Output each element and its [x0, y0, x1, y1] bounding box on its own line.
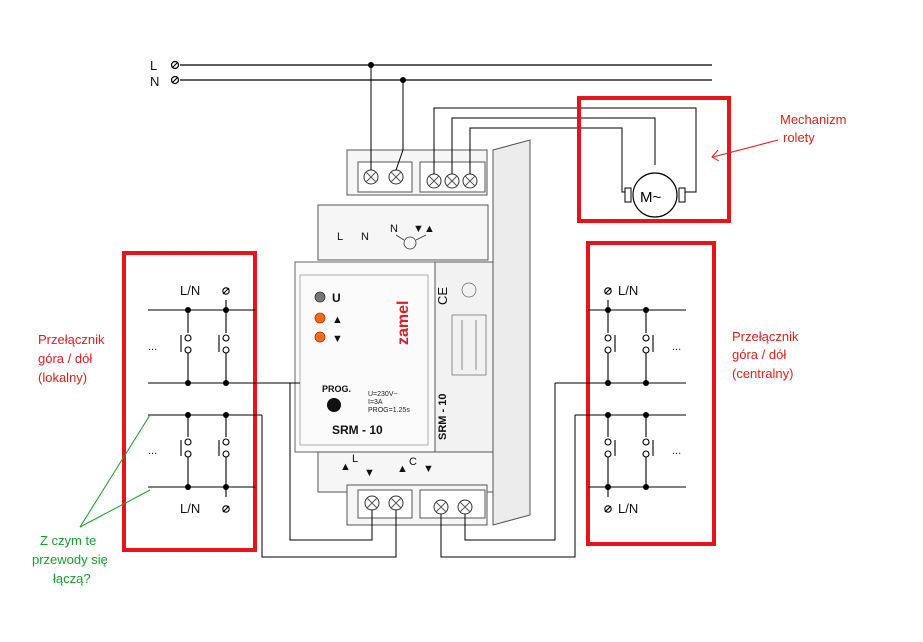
- central-top-label: L/N: [618, 283, 638, 298]
- motor-annotation-line2: rolety: [783, 130, 815, 145]
- central-switch-nodes: [605, 307, 649, 490]
- spec-prog: PROG=1.25s: [368, 407, 410, 414]
- central-dots-bottom: ...: [672, 445, 681, 457]
- bottom-label-down2: ▼: [423, 463, 434, 475]
- led-label-down: ▼: [332, 333, 343, 345]
- motor-wires: [433, 107, 697, 193]
- led-label-u: U: [332, 291, 341, 305]
- motor-annotation-line1: Mechanizm: [780, 112, 846, 127]
- local-top-label: L/N: [180, 283, 200, 298]
- central-annotation-line3: (centralny): [732, 366, 793, 381]
- supply-drops: [370, 65, 404, 171]
- terminal-label-n: N: [361, 231, 369, 243]
- bottom-label-c: C: [409, 456, 417, 468]
- terminal-label-l: L: [337, 231, 343, 243]
- local-switch-frame: [122, 251, 257, 552]
- local-annotation: Przełącznik góra / dół (lokalny): [38, 332, 105, 385]
- bottom-label-l: L: [352, 453, 358, 465]
- terminal-label-up: ▲: [424, 223, 435, 235]
- central-wires: [440, 383, 576, 558]
- local-dots-top: ...: [148, 341, 157, 353]
- local-annotation-line2: góra / dół: [38, 351, 92, 366]
- question-line1: Z czym te: [40, 533, 96, 548]
- local-bottom-label: L/N: [180, 501, 200, 516]
- local-annotation-line1: Przełącznik: [38, 332, 105, 347]
- central-switch-frame: [586, 241, 716, 546]
- prog-label: PROG.: [322, 384, 351, 394]
- side-model: SRM - 10: [437, 394, 449, 440]
- front-panel: U ▲ ▼ zamel PROG. U=230V~ I=3A PROG=1.25…: [299, 274, 487, 446]
- top-terminals: [363, 169, 478, 189]
- local-dots-bottom: ...: [148, 445, 157, 457]
- motor-symbol: M~: [624, 172, 686, 218]
- neutral-label: N: [150, 74, 159, 89]
- supply-rails: [170, 60, 712, 85]
- led-label-up: ▲: [332, 314, 343, 326]
- device-model: SRM - 10: [332, 423, 383, 437]
- annotation-frames: [122, 96, 731, 552]
- question-line2: przewody się: [32, 552, 108, 567]
- central-switch: [555, 287, 686, 513]
- bottom-label-down: ▼: [364, 467, 375, 479]
- brand-logo: zamel: [395, 301, 412, 345]
- question-line3: łączą?: [53, 571, 91, 586]
- bottom-label-up2: ▲: [397, 463, 408, 475]
- led-down: [314, 331, 326, 343]
- central-bottom-label: L/N: [618, 501, 638, 516]
- led-power: [314, 291, 326, 303]
- terminal-label-down: ▼: [413, 223, 424, 235]
- terminal-label-motor-n: N: [390, 223, 398, 235]
- mini-motor-icon: [395, 234, 427, 250]
- motor-label: M~: [640, 189, 661, 206]
- led-up: [314, 312, 326, 324]
- bottom-terminals: [364, 495, 473, 515]
- local-annotation-line3: (lokalny): [38, 370, 87, 385]
- local-wires: [261, 382, 397, 558]
- motor-frame: [577, 96, 731, 223]
- central-annotation-line2: góra / dół: [732, 347, 786, 362]
- central-dots-top: ...: [672, 341, 681, 353]
- central-annotation-line1: Przełącznik: [732, 329, 799, 344]
- prog-button[interactable]: [327, 398, 341, 412]
- motor-annotation: Mechanizm rolety: [711, 112, 846, 162]
- spec-voltage: U=230V~: [368, 391, 398, 398]
- bottom-label-up: ▲: [340, 461, 351, 473]
- spec-current: I=3A: [368, 399, 383, 406]
- question-annotation: Z czym te przewody się łączą?: [32, 414, 151, 586]
- ce-mark: CE: [435, 287, 450, 305]
- local-switch-nodes: [185, 307, 229, 490]
- local-switch: [148, 287, 300, 513]
- central-annotation: Przełącznik góra / dół (centralny): [732, 329, 799, 381]
- line-label: L: [150, 58, 157, 73]
